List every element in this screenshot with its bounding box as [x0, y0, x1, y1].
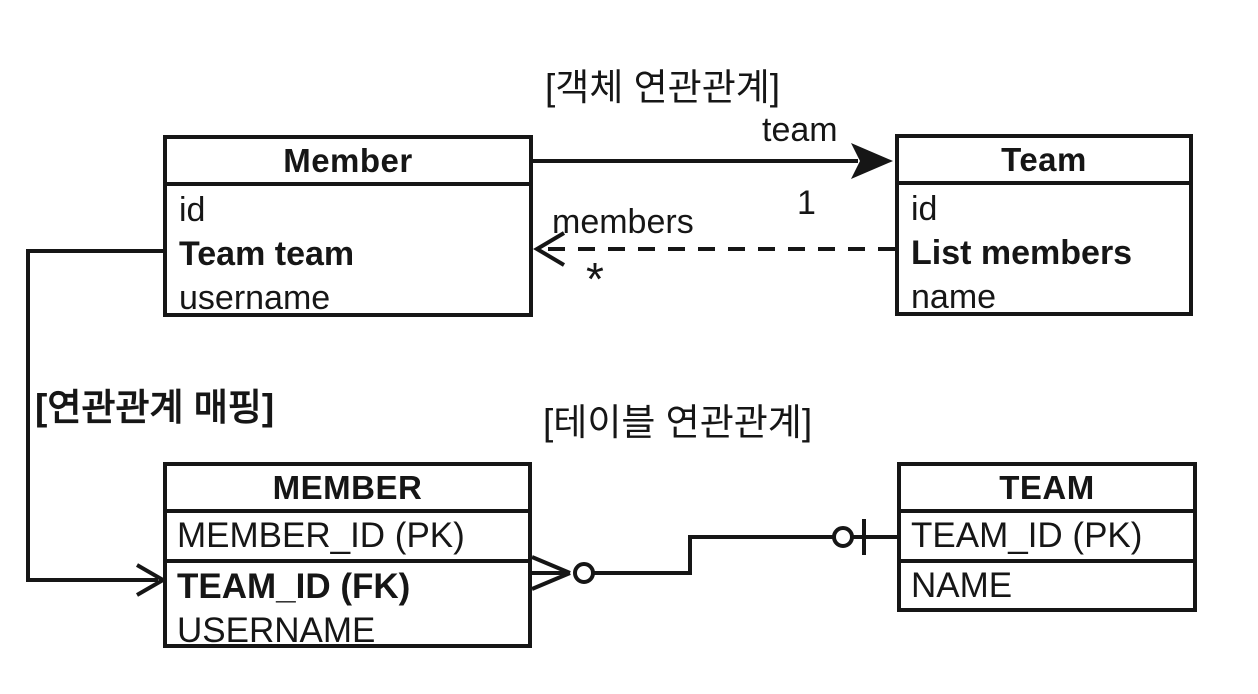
table-connector-line: [593, 535, 833, 575]
table-association-label: [테이블 연관관계]: [543, 402, 813, 443]
team-entity-title: Team: [899, 138, 1189, 185]
mapping-polyline: [26, 249, 163, 582]
team-table-box: TEAM TEAM_ID (PK) NAME: [897, 462, 1197, 612]
member-table-row-pk: MEMBER_ID (PK): [167, 513, 528, 563]
member-table-box: MEMBER MEMBER_ID (PK) TEAM_ID (FK) USERN…: [163, 462, 532, 650]
object-association-label: [객체 연관관계]: [545, 67, 781, 108]
member-entity-box: Member id Team team username: [163, 135, 533, 317]
member-field-id: id: [179, 191, 206, 229]
member-to-team-arrowhead-icon: [851, 143, 893, 179]
multiplicity-many-label: *: [586, 253, 604, 305]
team-field-id: id: [911, 190, 938, 228]
team-table-title: TEAM: [901, 466, 1193, 513]
mapping-label: [연관관계 매핑]: [35, 387, 275, 428]
member-field-team: Team team: [179, 235, 355, 273]
member-field-username: username: [179, 279, 331, 317]
team-reference-label: team: [762, 111, 838, 149]
member-entity-title: Member: [167, 139, 529, 186]
crowfoot-many-icon: [531, 555, 571, 591]
members-reference-label: members: [552, 203, 694, 241]
member-table-title: MEMBER: [167, 466, 528, 513]
team-table-row-name: NAME: [911, 566, 1013, 605]
optional-circle-member-side-icon: [573, 562, 595, 584]
team-field-name: name: [911, 278, 997, 316]
team-field-members: List members: [911, 234, 1133, 272]
optional-circle-team-side-icon: [832, 526, 854, 548]
multiplicity-one-label: 1: [797, 184, 816, 222]
member-table-row-fk: TEAM_ID (FK): [177, 567, 411, 606]
member-table-row-username: USERNAME: [177, 611, 376, 650]
team-entity-box: Team id List members name: [895, 134, 1193, 316]
team-table-row-pk: TEAM_ID (PK): [901, 513, 1193, 563]
team-to-member-arrowhead-icon: [533, 231, 566, 267]
